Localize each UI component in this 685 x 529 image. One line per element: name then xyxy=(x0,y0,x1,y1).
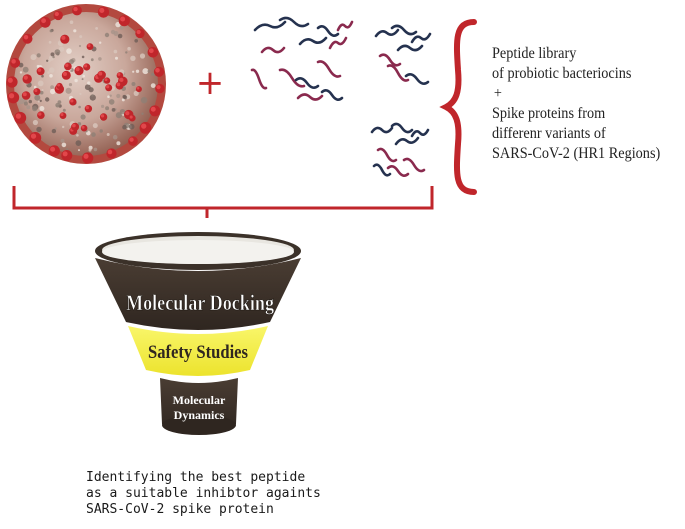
peptide-strand xyxy=(253,20,287,32)
peptide-library-icon xyxy=(250,16,432,177)
funnel-stage-docking xyxy=(95,258,301,330)
peptide-strand xyxy=(386,165,410,177)
funnel-stage-dynamics-label-1: Molecular xyxy=(173,393,226,407)
peptide-strand xyxy=(394,136,420,146)
library-line-2: of probiotic bacteriocins xyxy=(492,65,632,82)
result-line-3: SARS-CoV-2 spike protein xyxy=(86,502,274,517)
peptide-strand xyxy=(328,36,348,50)
virus-icon xyxy=(6,4,166,164)
peptide-strand xyxy=(410,32,432,44)
peptide-strand xyxy=(296,93,324,101)
peptide-strand xyxy=(316,25,340,37)
library-plus: + xyxy=(493,85,502,102)
peptide-strand xyxy=(378,53,402,67)
peptide-strand xyxy=(404,73,430,85)
bracket-connector xyxy=(12,186,434,218)
funnel-stage-safety-label: Safety Studies xyxy=(148,342,248,363)
peptide-strand xyxy=(374,28,400,38)
peptide-strand xyxy=(390,122,414,134)
peptide-strand xyxy=(278,68,306,88)
library-description: Peptide library of probiotic bacteriocin… xyxy=(492,44,667,164)
peptide-strand xyxy=(316,60,342,78)
library-line-1: Peptide library xyxy=(492,45,577,62)
peptide-strand xyxy=(298,36,328,46)
curly-brace xyxy=(439,19,477,195)
funnel-stage-dynamics-label-2: Dynamics xyxy=(174,408,225,422)
peptide-strand xyxy=(278,16,310,28)
library-line-5: SARS-CoV-2 (HR1 Regions) xyxy=(492,145,661,162)
peptide-strand xyxy=(402,157,426,173)
library-line-4: differenr variants of xyxy=(492,125,606,142)
peptide-strand xyxy=(396,44,424,52)
peptide-strand xyxy=(390,24,418,36)
peptide-strand xyxy=(250,68,268,90)
result-line-2: as a suitable inhibtor againts xyxy=(86,486,321,501)
result-line-1: Identifying the best peptide xyxy=(86,470,306,485)
peptide-strand xyxy=(294,77,320,89)
peptide-strand xyxy=(410,128,430,138)
plus-sign: + xyxy=(196,63,225,103)
library-line-3: Spike proteins from xyxy=(492,105,606,122)
funnel xyxy=(95,232,301,435)
peptide-strand xyxy=(370,126,394,134)
peptide-strand xyxy=(320,89,344,101)
peptide-strand xyxy=(336,20,354,32)
peptide-strand xyxy=(386,64,410,82)
peptide-strand xyxy=(376,147,398,163)
funnel-stage-docking-label: Molecular Docking xyxy=(126,290,274,315)
peptide-strand xyxy=(260,46,286,54)
funnel-stage-safety xyxy=(128,326,268,376)
result-description: Identifying the best peptide as a suitab… xyxy=(86,470,386,518)
peptide-strand xyxy=(372,163,392,177)
